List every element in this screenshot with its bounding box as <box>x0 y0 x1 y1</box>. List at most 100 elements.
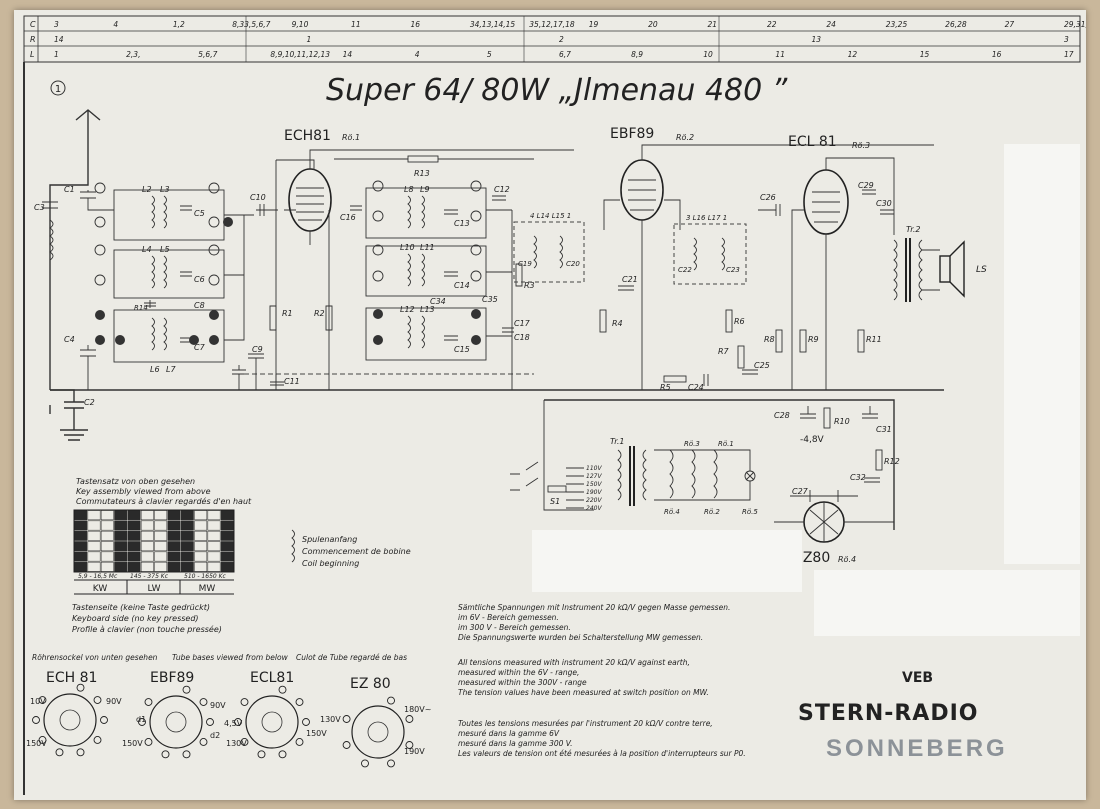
c32-label: C32 <box>850 473 866 482</box>
header-c-item: 19 <box>589 20 599 29</box>
header-l-item: 14 <box>343 50 353 59</box>
s1-label: S1 <box>550 497 560 506</box>
l4-label: L4 <box>142 245 152 254</box>
svg-text:im 6V - Bereich gemessen.: im 6V - Bereich gemessen. <box>458 613 559 622</box>
row-l-letter: L <box>30 50 34 59</box>
tube-base-pin <box>38 696 47 704</box>
key-caption-de: Tastensatz von oben gesehen <box>76 477 195 486</box>
key-contact-cell <box>154 510 168 521</box>
key-contact-cell <box>167 551 181 562</box>
tube-base-pin <box>278 685 287 694</box>
r11-label: R11 <box>866 335 882 344</box>
header-r-item: 1 <box>307 35 312 44</box>
r14-label: R14 <box>134 304 148 312</box>
key-contact-cell <box>207 510 221 521</box>
paper-patch-lower-right <box>532 530 802 592</box>
c4-label: C4 <box>64 335 75 344</box>
antenna-input <box>42 109 114 441</box>
band-kw: KW <box>93 584 108 594</box>
header-c-item: 29,31,32,30 <box>1064 20 1086 29</box>
key-contact-cell <box>87 510 101 521</box>
c24-label: C24 <box>688 383 704 392</box>
c7-label: C7 <box>194 343 206 352</box>
svg-text:Die Spannungswerte wurden bei: Die Spannungswerte wurden bei Schalterst… <box>458 633 703 642</box>
svg-text:mesuré dans la gamme 6V: mesuré dans la gamme 6V <box>458 729 560 738</box>
tr1-label: Tr.1 <box>610 437 624 446</box>
tube-base-pin <box>405 741 414 749</box>
key-assembly-grid <box>73 509 235 595</box>
ecl81-v3: 150V <box>306 729 327 738</box>
key-contact-cell <box>194 510 208 521</box>
header-r-item: 2 <box>559 35 564 44</box>
key-contact-cell <box>167 520 181 531</box>
l2-label: L2 <box>142 185 152 194</box>
header-c-item: 11 <box>351 20 361 29</box>
header-r-item: 13 <box>812 35 822 44</box>
header-c-item: 4 <box>113 20 118 29</box>
key-contact-cell <box>194 530 208 541</box>
base-ebf89-name: EBF89 <box>150 670 194 686</box>
tube-base-outline <box>245 695 299 749</box>
c25-label: C25 <box>754 361 770 370</box>
ecl81-v1: 4,5V <box>224 719 243 728</box>
ebf89-v2: d1 <box>136 715 146 724</box>
tube-base-pin <box>342 741 351 749</box>
b-plus-filter <box>543 399 895 530</box>
tube-base-center <box>261 711 283 733</box>
tube-base-pin <box>295 738 304 746</box>
header-l-item: 15 <box>920 50 930 59</box>
r6-label: R6 <box>734 317 745 326</box>
key-contact-cell <box>180 551 194 562</box>
tube-base-pin <box>387 696 395 705</box>
ech81-v3: 150V <box>26 739 47 748</box>
voltage-notes: Sämtliche Spannungen mit Instrument 20 k… <box>457 603 746 758</box>
tube-base-pin <box>161 750 170 759</box>
key-contact-cell <box>140 530 154 541</box>
c14-label: C14 <box>454 281 470 290</box>
key-contact-cell <box>87 551 101 562</box>
key-contact-cell <box>154 541 168 552</box>
c12-label: C12 <box>494 185 510 194</box>
tube-base-pin <box>240 698 249 706</box>
if-transformer-l16-l17 <box>673 223 747 285</box>
keyside-de: Tastenseite (keine Taste gedrückt) <box>72 603 210 612</box>
key-contact-cell <box>180 530 194 541</box>
key-contact-cell <box>220 510 234 521</box>
tube-base-pin <box>234 718 242 726</box>
header-l-item: 10 <box>703 50 713 59</box>
ech81-v2: 90V <box>106 697 122 706</box>
ecl81-v2: 130V <box>226 739 247 748</box>
header-c-item: 35,12,17,18 <box>529 20 575 29</box>
header-r-item: 14 <box>54 35 64 44</box>
header-r-item: 3 <box>1064 35 1069 44</box>
tube-base-pin <box>199 738 208 746</box>
header-c-item: 34,13,14,15 <box>470 20 516 29</box>
mains-tap-label: 110V <box>586 465 602 472</box>
header-c-item: 16 <box>410 20 420 29</box>
tube-base-pin <box>93 696 102 704</box>
key-contact-cell <box>74 510 88 521</box>
row-r-letter: R <box>30 35 36 44</box>
c13-label: C13 <box>454 219 470 228</box>
key-contact-cell <box>100 510 114 521</box>
l12-label: L12 <box>400 305 415 314</box>
tube-base-pin <box>55 748 64 757</box>
key-contact-cell <box>220 520 234 531</box>
header-l-item: 1 <box>54 50 59 59</box>
ech81-label: ECH81 <box>284 128 331 144</box>
header-l-item: 5,6,7 <box>198 50 217 59</box>
header-l-item: 6,7 <box>559 50 571 59</box>
negative-voltage: -4,8V <box>800 435 825 445</box>
c6-label: C6 <box>194 275 205 284</box>
key-contact-cell <box>74 561 88 572</box>
tube-base-pin <box>32 716 40 724</box>
header-l-item: 8,9 <box>631 50 643 59</box>
svg-text:im 300 V - Bereich gemessen.: im 300 V - Bereich gemessen. <box>458 623 571 632</box>
c16-label: C16 <box>340 213 356 222</box>
paper-patch-right-edge <box>1004 144 1080 564</box>
r2-label: R2 <box>314 309 325 318</box>
key-contact-cell <box>87 561 101 572</box>
key-caption-fr: Commutateurs à clavier regardés d'en hau… <box>76 496 252 506</box>
header-l-item: 17 <box>1064 50 1074 59</box>
r1-label: R1 <box>282 309 293 318</box>
